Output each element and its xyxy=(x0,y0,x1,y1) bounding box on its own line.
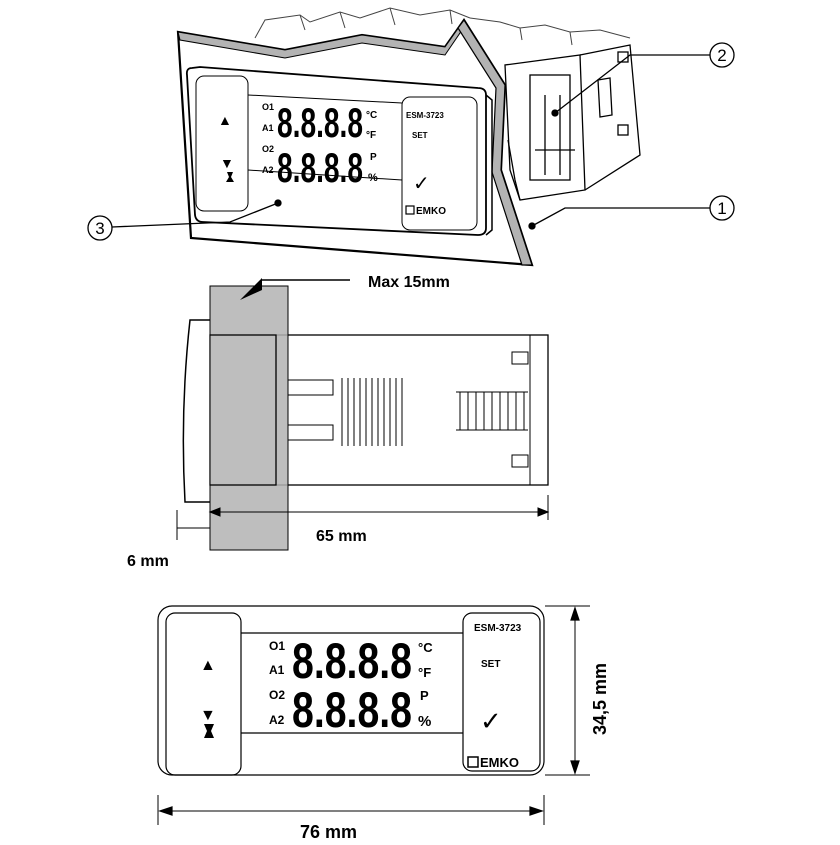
front-unit-percent: % xyxy=(418,713,431,730)
unit-percent: % xyxy=(368,172,378,184)
model-label: ESM-3723 xyxy=(406,111,444,120)
depth-dimension-label: 65 mm xyxy=(316,528,367,545)
label-a1: A1 xyxy=(262,123,274,133)
up-arrow-icon: ▲ xyxy=(218,112,232,128)
front-set-button[interactable]: SET xyxy=(481,659,500,670)
down-arrow-icon: ▼ xyxy=(220,155,234,171)
label-o1: O1 xyxy=(262,102,274,112)
height-dimension-label: 34,5 mm xyxy=(590,663,610,735)
display-row-1: 8.8.8.8 xyxy=(277,99,363,146)
panel-section-edge xyxy=(457,18,533,266)
front-display-row-2: 8.8.8.8 xyxy=(292,682,412,738)
bezel-front xyxy=(182,319,210,503)
front-brand-logo: EMKO xyxy=(480,755,519,770)
front-down-button[interactable]: ▼ xyxy=(200,707,216,724)
isometric-display: ▲ ▼ O1 A1 O2 A2 8.8.8.8 8.8.8.8 °C °F P … xyxy=(218,99,446,217)
display-row-2: 8.8.8.8 xyxy=(277,144,363,191)
front-display-row-1: 8.8.8.8 xyxy=(292,633,412,689)
label-o2: O2 xyxy=(262,144,274,154)
front-emko-logo-icon xyxy=(467,756,479,768)
front-left-button-panel xyxy=(165,612,242,776)
brand-logo: EMKO xyxy=(416,206,446,217)
front-unit-celsius: °C xyxy=(418,640,433,655)
mounting-clip xyxy=(504,44,641,201)
front-bezel xyxy=(157,605,545,776)
body-fins xyxy=(254,7,631,46)
bezel-dimension-label: 6 mm xyxy=(127,553,169,570)
callout-1: 1 xyxy=(717,199,726,218)
side-view xyxy=(176,278,550,551)
front-view xyxy=(157,605,590,825)
check-icon: ✓ xyxy=(413,173,430,195)
front-label-a2: A2 xyxy=(269,713,285,727)
vent-slots xyxy=(341,378,528,446)
callout-2: 2 xyxy=(717,46,726,65)
front-unit-fahrenheit: °F xyxy=(418,665,431,680)
front-check-button[interactable]: ✓ xyxy=(480,706,502,736)
front-up-button[interactable]: ▲ xyxy=(200,657,216,674)
front-display: ▲ ▼ O1 A1 O2 A2 8.8.8.8 8.8.8.8 °C °F P … xyxy=(200,623,522,770)
label-a2: A2 xyxy=(262,165,274,175)
front-label-o2: O2 xyxy=(269,688,285,702)
left-button-area xyxy=(195,75,249,212)
device-bezel xyxy=(185,66,487,236)
unit-fahrenheit: °F xyxy=(366,130,376,141)
width-dimension-label: 76 mm xyxy=(300,822,357,840)
right-button-area xyxy=(401,96,478,231)
front-right-button-panel xyxy=(462,612,541,772)
isometric-view xyxy=(176,7,641,267)
front-label-o1: O1 xyxy=(269,639,285,653)
unit-p: P xyxy=(370,152,377,163)
callouts xyxy=(87,42,735,241)
front-mute-icon xyxy=(204,724,214,738)
unit-celsius: °C xyxy=(366,110,377,121)
front-unit-p: P xyxy=(420,688,429,703)
emko-logo-icon xyxy=(405,205,415,215)
mute-icon xyxy=(226,172,234,182)
callout-3: 3 xyxy=(95,219,104,238)
set-label: SET xyxy=(412,131,428,140)
front-model-label: ESM-3723 xyxy=(474,623,522,634)
front-label-a1: A1 xyxy=(269,663,285,677)
max-panel-thickness-label: Max 15mm xyxy=(368,274,450,291)
